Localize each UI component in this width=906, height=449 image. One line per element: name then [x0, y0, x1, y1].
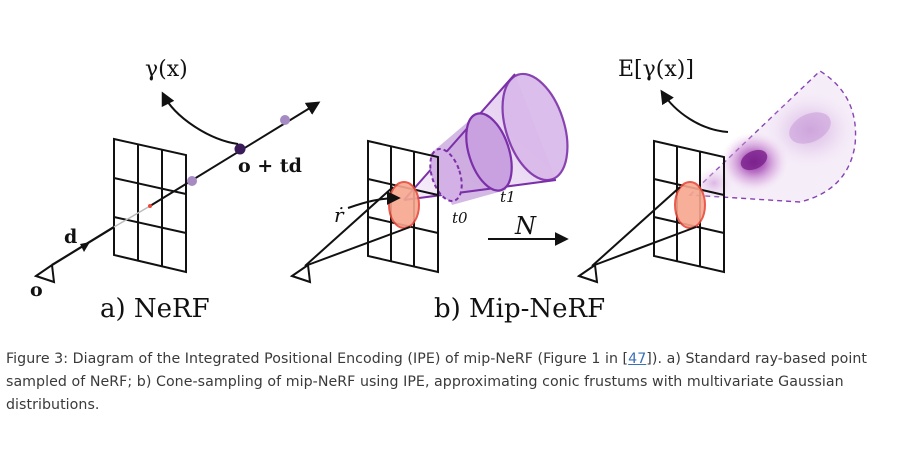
gamma-arrow: [161, 91, 239, 145]
gamma-label: γ(x): [145, 57, 188, 82]
direction-arrow: [80, 242, 90, 252]
point-label: o + td: [238, 155, 302, 177]
camera-icon-c: [576, 263, 599, 284]
camera-icon-b: [289, 263, 312, 284]
panel-b-label: b) Mip-NeRF: [434, 294, 605, 324]
panel-a-label: a) NeRF: [100, 294, 210, 324]
direction-label: d: [64, 226, 77, 248]
gaussian-label: N: [514, 212, 537, 240]
mip-nerf-figure: γ(x) o + td d o a) NeRF: [30, 57, 857, 324]
camera-ray-top-c: [591, 186, 681, 267]
camera-ray-bottom: [304, 226, 411, 267]
panel-a-nerf: γ(x) o + td d o a) NeRF: [30, 57, 321, 324]
origin-label: o: [30, 279, 43, 301]
camera-icon-a: [33, 263, 56, 284]
sample-point-dark: [234, 143, 246, 155]
gaussian-far-core: [789, 112, 831, 144]
expectation-arrow: [660, 89, 729, 133]
pixel-footprint-c: [674, 181, 706, 229]
cone-edge-top: [403, 73, 516, 201]
t1-label: t1: [500, 188, 516, 206]
t0-label: t0: [452, 209, 468, 227]
panel-b-cone: ṙ t0 t1 N b) Mip-NeRF: [289, 72, 605, 324]
cone-edge-bottom: [403, 179, 557, 201]
rdot-label: ṙ: [334, 203, 345, 227]
camera-ray-bottom-c: [591, 226, 697, 267]
citation-link[interactable]: 47: [628, 351, 647, 367]
rdot-arrow: [347, 191, 401, 209]
caption-text-before: Figure 3: Diagram of the Integrated Posi…: [6, 351, 629, 367]
cone-cap: [501, 72, 569, 182]
sample-point-light-1: [187, 176, 197, 186]
ray-pixel-hit: [148, 204, 152, 208]
ray-a-inside: [113, 205, 151, 228]
expectation-label: E[γ(x)]: [618, 57, 694, 82]
panel-b-gaussians: E[γ(x)]: [576, 57, 857, 284]
frustum-t1-ellipse: [465, 112, 513, 192]
gaussian-mid-core: [740, 149, 768, 171]
figure-caption: Figure 3: Diagram of the Integrated Posi…: [6, 348, 886, 417]
caption-text-after: ]). a) Standard ray-based point sampled …: [6, 351, 868, 413]
sample-point-light-2: [280, 115, 290, 125]
pixel-footprint: [388, 181, 420, 229]
ray-a-back: [149, 101, 321, 207]
